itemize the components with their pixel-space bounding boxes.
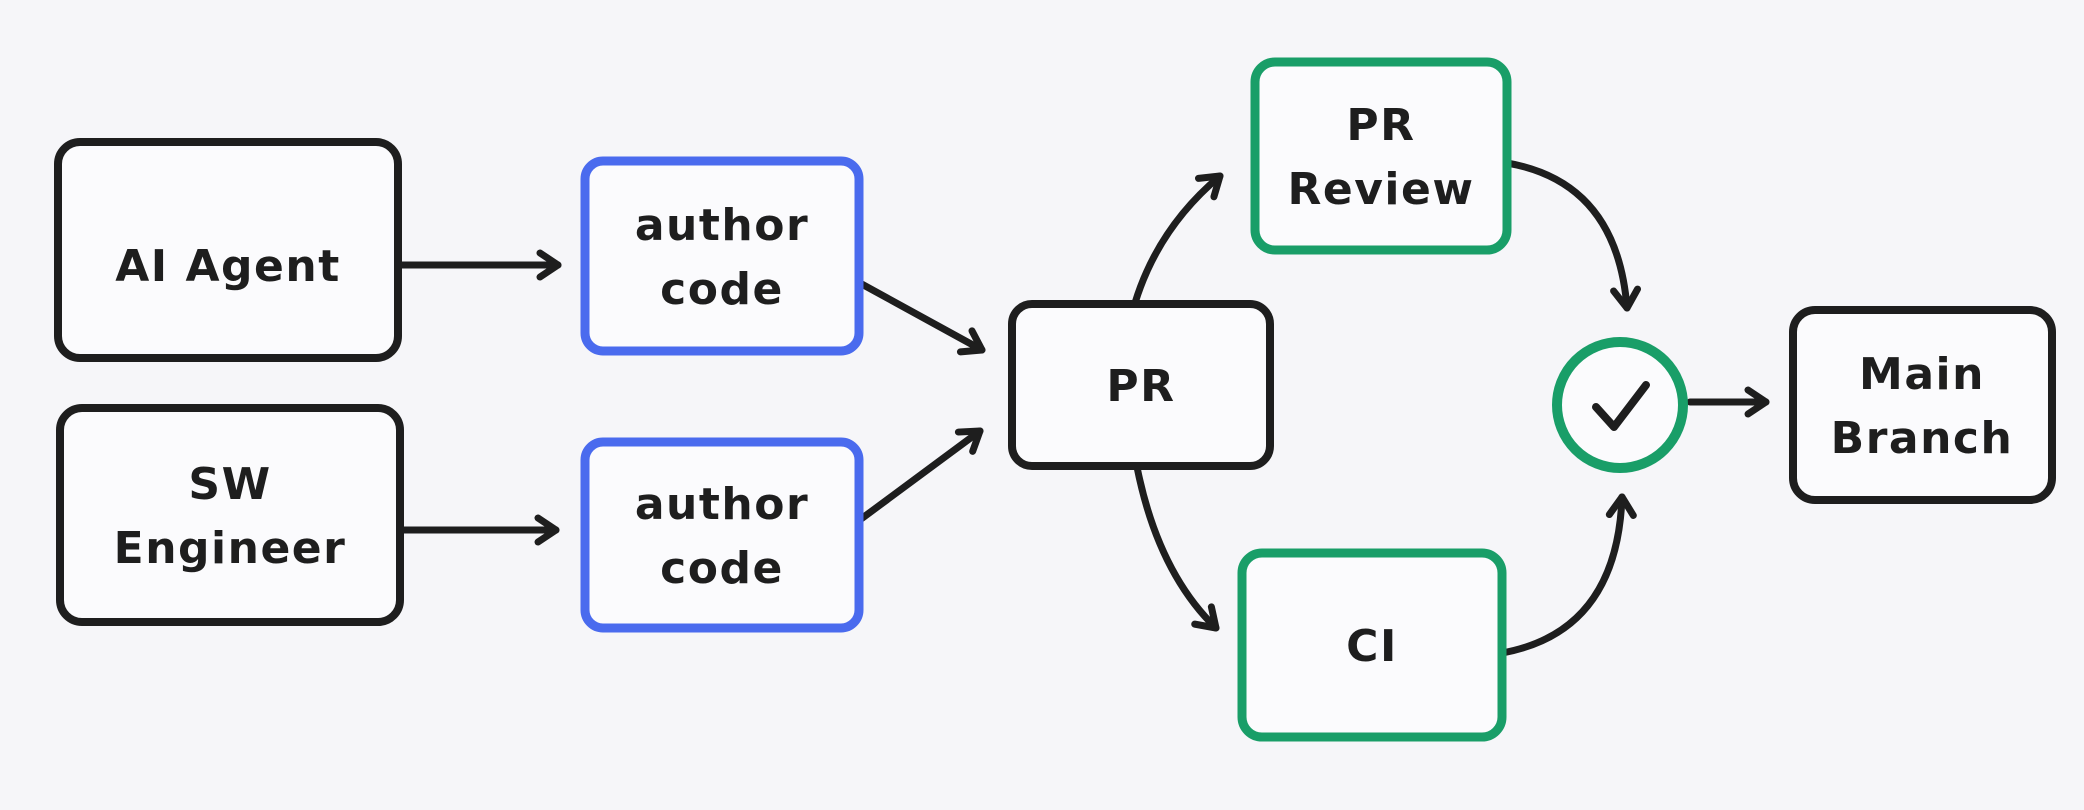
pr-review-label-line2: Review bbox=[1288, 164, 1475, 215]
main-branch-label-line1: Main bbox=[1859, 349, 1985, 400]
checkmark-icon bbox=[1592, 381, 1650, 431]
ci-label: CI bbox=[1346, 621, 1398, 672]
edge-author-code-top-to-pr bbox=[854, 278, 986, 356]
node-pr: PR bbox=[1008, 300, 1274, 470]
ci-box bbox=[1237, 548, 1507, 742]
node-main-branch: Main Branch bbox=[1789, 306, 2056, 504]
author-code-bottom-box bbox=[580, 437, 864, 633]
main-branch-label-line2: Branch bbox=[1831, 413, 2014, 464]
check-circle bbox=[1552, 337, 1688, 473]
author-code-top-label-line1: author bbox=[635, 200, 809, 251]
edge-ci-to-check bbox=[1498, 493, 1637, 657]
sw-engineer-label-line1: SW bbox=[188, 459, 271, 510]
author-code-top-label-line2: code bbox=[660, 264, 784, 315]
node-ai-agent: AI Agent bbox=[54, 138, 402, 362]
node-sw-engineer: SW Engineer bbox=[56, 404, 404, 626]
pr-review-label-line1: PR bbox=[1346, 100, 1415, 151]
edge-author-code-bottom-to-pr bbox=[853, 427, 984, 526]
node-pr-review: PR Review bbox=[1250, 57, 1512, 255]
edge-pr-review-to-check bbox=[1503, 159, 1642, 312]
sw-engineer-box bbox=[56, 404, 404, 626]
sw-engineer-label-line2: Engineer bbox=[114, 523, 347, 574]
author-code-bottom-label-line1: author bbox=[635, 479, 809, 530]
main-branch-box bbox=[1789, 306, 2056, 504]
node-ci: CI bbox=[1237, 548, 1507, 742]
edge-pr-to-pr-review bbox=[1131, 172, 1224, 307]
ai-agent-label: AI Agent bbox=[115, 241, 341, 292]
node-author-code-top: author code bbox=[580, 156, 864, 356]
pr-label: PR bbox=[1106, 361, 1175, 412]
edge-pr-to-ci bbox=[1133, 463, 1220, 632]
pr-review-box bbox=[1250, 57, 1512, 255]
node-author-code-bottom: author code bbox=[580, 437, 864, 633]
edges bbox=[394, 159, 1770, 657]
author-code-bottom-label-line2: code bbox=[660, 543, 784, 594]
ai-agent-box bbox=[54, 138, 402, 362]
pr-box bbox=[1008, 300, 1274, 470]
node-check bbox=[1552, 337, 1688, 473]
author-code-top-box bbox=[580, 156, 864, 356]
